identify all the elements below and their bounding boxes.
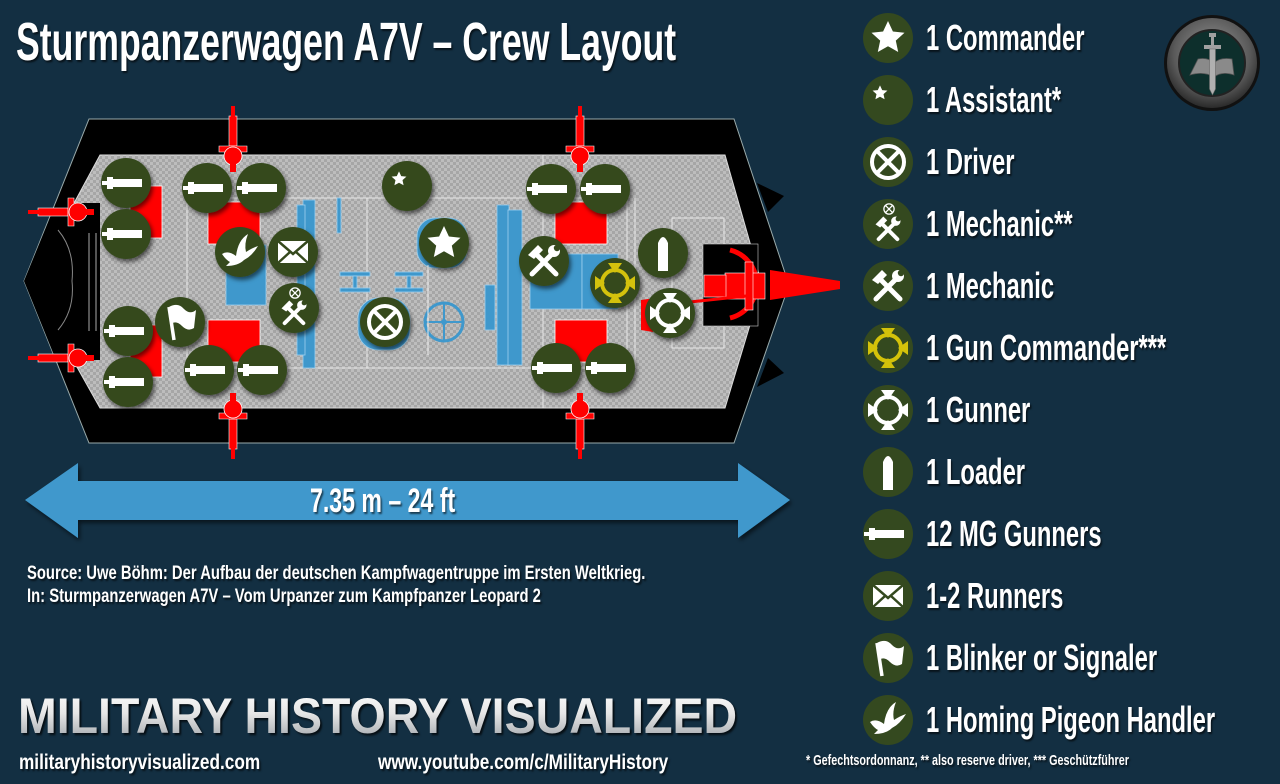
legend-item-mechanic: 1 Mechanic [862,260,1120,312]
crew-gunner [645,288,695,338]
crew-mg-gunner [236,163,286,213]
legend-item-driver: 1 Driver [862,136,1060,188]
legend-item-mg-gunners: 12 MG Gunners [862,508,1192,560]
crew-mg-gunner [531,343,581,393]
crew-gun-commander [590,258,640,308]
star-small-icon [863,75,913,125]
crew-mg-gunner [526,164,576,214]
youtube-link[interactable]: www.youtube.com/c/MilitaryHistory [378,751,669,774]
crosshair-arrows-yellow-icon [863,323,913,373]
crew-mg-gunner [101,209,151,259]
tools-icon [863,261,913,311]
envelope-icon [863,571,913,621]
crew-markers [101,158,695,407]
legend-item-mechanic-reserve: 1 Mechanic** [862,198,1148,250]
crew-pigeon-handler [215,227,265,277]
legend-item-assistant: 1 Assistant* [862,74,1131,126]
crew-mechanic [519,236,569,286]
crew-mg-gunner [237,345,287,395]
length-arrow [25,463,790,538]
logo-sword-book-icon [1164,15,1260,111]
legend-item-commander: 1 Commander [862,12,1166,64]
legend-item-gun-commander: 1 Gun Commander*** [862,322,1280,374]
steering-wheel-icon [863,137,913,187]
crew-commander [419,218,469,268]
crosshair-arrows-icon [863,385,913,435]
page-title: Sturmpanzerwagen A7V – Crew Layout [16,12,677,72]
legend-item-signaler: 1 Blinker or Signaler [862,632,1276,684]
crew-driver [360,297,410,347]
crew-mg-gunner [585,343,635,393]
crew-mg-gunner [103,306,153,356]
star-large-icon [863,13,913,63]
legend-item-gunner: 1 Gunner [862,384,1084,436]
legend-item-pigeon-handler: 1 Homing Pigeon Handler [862,694,1280,746]
crew-mg-gunner [580,164,630,214]
legend-item-loader: 1 Loader [862,446,1076,498]
crew-mg-gunner [184,345,234,395]
crew-mechanic-reserve-driver [269,283,319,333]
crew-runner [268,227,318,277]
source-line-2: In: Sturmpanzerwagen A7V – Vom Urpanzer … [27,586,541,607]
crew-mg-gunner [101,158,151,208]
footnotes: * Gefechtsordonnanz, ** also reserve dri… [806,752,1129,769]
shell-icon [863,447,913,497]
length-label: 7.35 m – 24 ft [310,482,456,520]
website-link[interactable]: militaryhistoryvisualized.com [19,751,261,774]
crew-assistant [382,161,432,211]
dove-icon [863,695,913,745]
crew-loader [638,228,688,278]
crew-mg-gunner [182,163,232,213]
source-citation: Source: Uwe Böhm: Der Aufbau der deutsch… [27,562,645,608]
tools-with-wheel-icon [863,199,913,249]
crew-mg-gunner [103,357,153,407]
machine-gun-icon [863,509,913,559]
crew-signaler [155,297,205,347]
brand-title: MILITARY HISTORY VISUALIZED [18,688,738,744]
flag-icon [863,633,913,683]
source-line-1: Source: Uwe Böhm: Der Aufbau der deutsch… [27,563,646,584]
legend-item-runners: 1-2 Runners [862,570,1134,622]
tank-diagram [23,105,840,538]
